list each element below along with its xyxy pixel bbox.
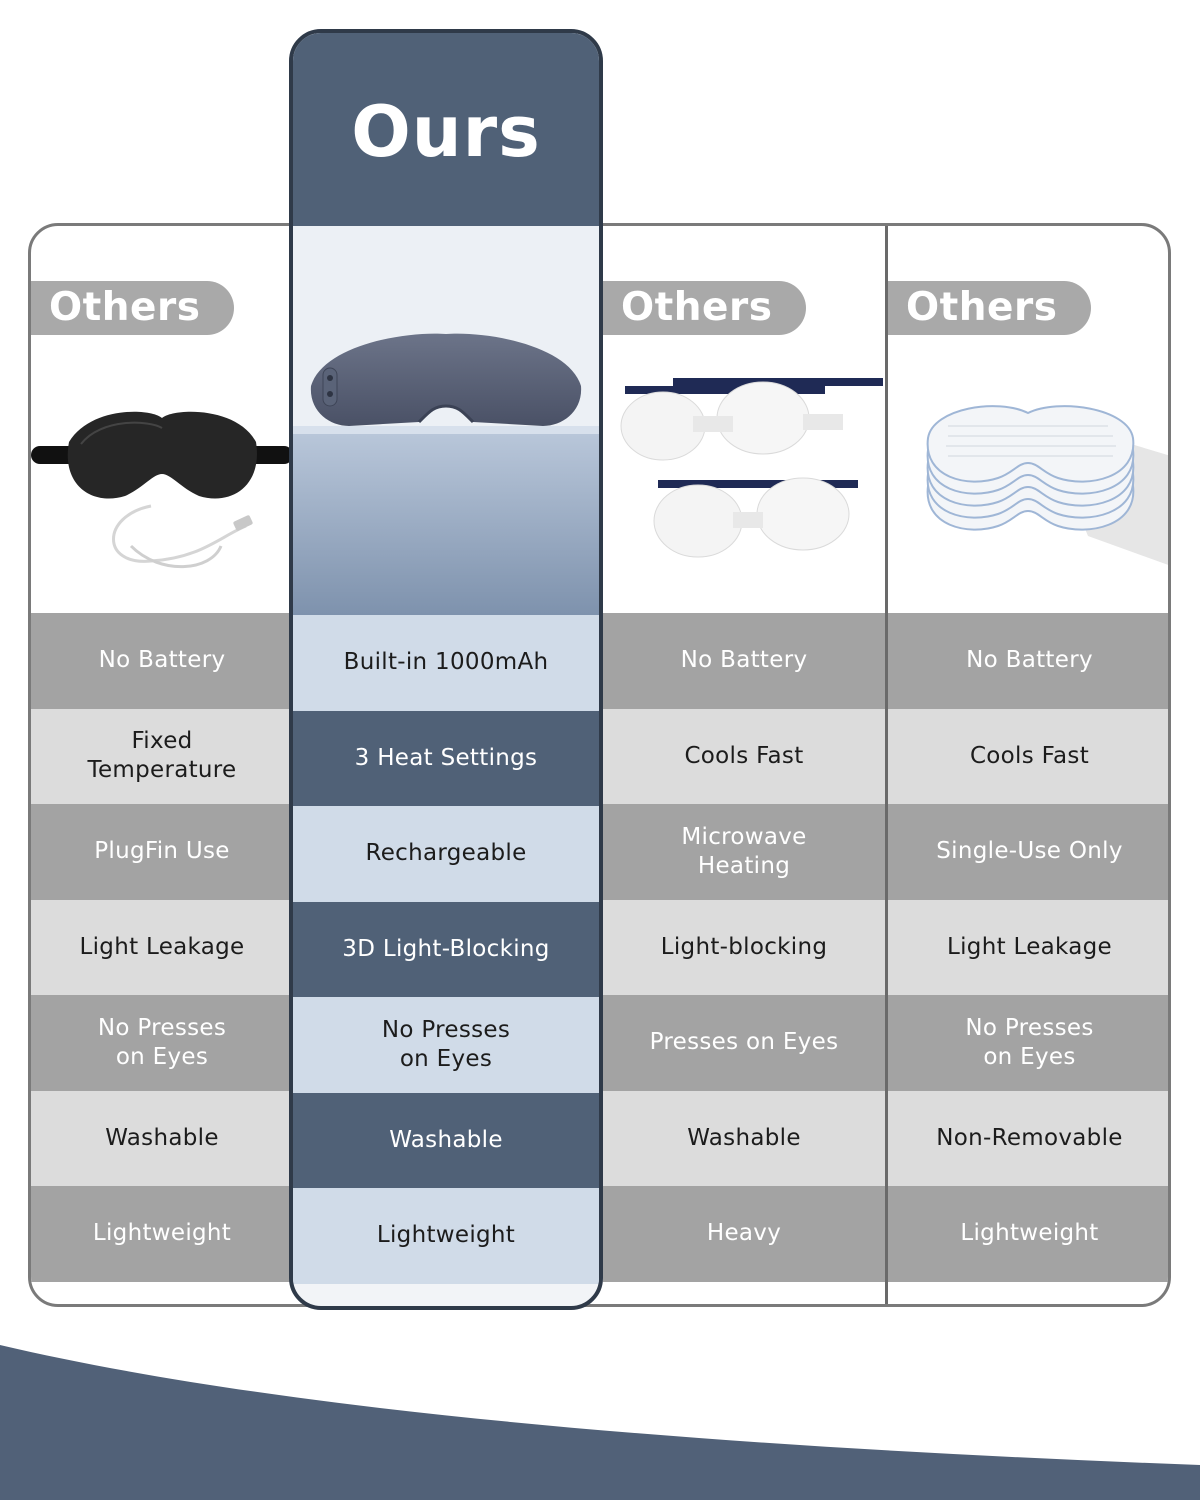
ours-feature-cell: Washable <box>293 1092 599 1188</box>
ours-header: Ours <box>293 33 599 226</box>
feature-cell: Washable <box>603 1090 885 1186</box>
feature-cell: Lightweight <box>31 1186 293 1282</box>
ours-column: Ours Built-in 1000mAh 3 Hea <box>289 29 603 1310</box>
heated-eye-mask-icon <box>293 333 599 615</box>
feature-cell: Light-blocking <box>603 899 885 995</box>
column-divider <box>885 226 888 1304</box>
ours-feature-cell: Built-in 1000mAh <box>293 615 599 711</box>
feature-cell: Light Leakage <box>888 899 1168 995</box>
competitor-badge: Others <box>603 281 807 335</box>
ours-image-area <box>293 226 599 615</box>
feature-cell: Single-Use Only <box>888 804 1168 900</box>
feature-cell: No Battery <box>31 613 293 709</box>
feature-cell: Cools Fast <box>603 708 885 804</box>
feature-cell: No Battery <box>888 613 1168 709</box>
feature-cell: Washable <box>31 1090 293 1186</box>
competitor-badge: Others <box>31 281 235 335</box>
feature-cell: Heavy <box>603 1186 885 1282</box>
competitor-badge: Others <box>888 281 1092 335</box>
corded-eye-mask-icon <box>31 411 293 569</box>
feature-cell: Non-Removable <box>888 1090 1168 1186</box>
ours-feature-cell: Rechargeable <box>293 806 599 902</box>
microwave-eye-pads-icon <box>620 378 883 558</box>
disposable-steam-masks-icon <box>926 405 1168 565</box>
ours-feature-cell: 3D Light-Blocking <box>293 901 599 997</box>
feature-cell: Cools Fast <box>888 708 1168 804</box>
competitor-column-3: Others No Battery Cools Fast Si <box>888 226 1168 1304</box>
feature-cell: PlugFin Use <box>31 804 293 900</box>
competitor-column-2: Others No Battery Cools Fast <box>603 226 885 1304</box>
ours-title: Ours <box>351 91 541 173</box>
feature-cell: No Battery <box>603 613 885 709</box>
ours-feature-cell: Lightweight <box>293 1188 599 1284</box>
feature-cell: Presses on Eyes <box>603 995 885 1091</box>
feature-cell: Lightweight <box>888 1186 1168 1282</box>
feature-cell: Light Leakage <box>31 899 293 995</box>
ours-feature-cell: 3 Heat Settings <box>293 710 599 806</box>
